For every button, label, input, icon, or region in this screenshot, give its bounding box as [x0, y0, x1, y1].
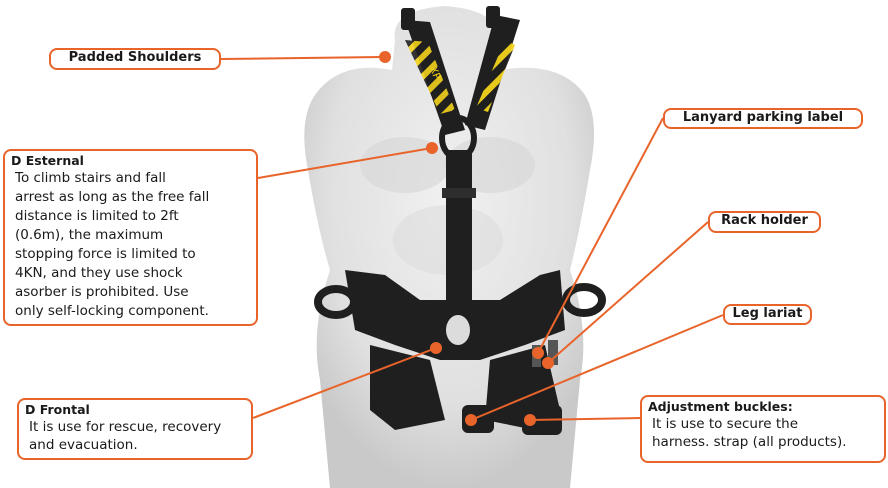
dot-d-frontal	[430, 342, 442, 354]
dot-padded-shoulders	[379, 51, 391, 63]
dot-adjustment-buckles	[524, 414, 536, 426]
callout-padded-shoulders: Padded Shoulders	[49, 48, 221, 70]
dot-leg-lariat	[465, 414, 477, 426]
dot-rack-holder	[542, 357, 554, 369]
callout-d-frontal-title: D Frontal	[25, 402, 245, 418]
dot-d-esternal	[426, 142, 438, 154]
callout-leg-lariat: Leg lariat	[723, 304, 812, 325]
callout-padded-shoulders-label: Padded Shoulders	[69, 50, 202, 65]
callout-lanyard-parking: Lanyard parking label	[663, 108, 863, 129]
callout-adjustment-buckles-body: It is use to secure the harness. strap (…	[648, 415, 878, 451]
leader-padded-shoulders	[221, 57, 385, 59]
dot-lanyard-parking	[532, 347, 544, 359]
callout-leg-lariat-label: Leg lariat	[732, 306, 802, 321]
callout-rack-holder-label: Rack holder	[721, 213, 808, 228]
callout-d-esternal: D Esternal To climb stairs and fall arre…	[3, 149, 258, 326]
callout-d-frontal: D Frontal It is use for rescue, recovery…	[17, 398, 253, 460]
callout-d-esternal-body: To climb stairs and fall arrest as long …	[11, 169, 250, 321]
callout-d-esternal-title: D Esternal	[11, 153, 250, 169]
callout-adjustment-buckles-title: Adjustment buckles:	[648, 399, 878, 415]
callout-rack-holder: Rack holder	[708, 211, 821, 233]
callout-adjustment-buckles: Adjustment buckles: It is use to secure …	[640, 395, 886, 463]
callout-d-frontal-body: It is use for rescue, recovery and evacu…	[25, 418, 245, 454]
callout-lanyard-parking-label: Lanyard parking label	[683, 110, 843, 125]
